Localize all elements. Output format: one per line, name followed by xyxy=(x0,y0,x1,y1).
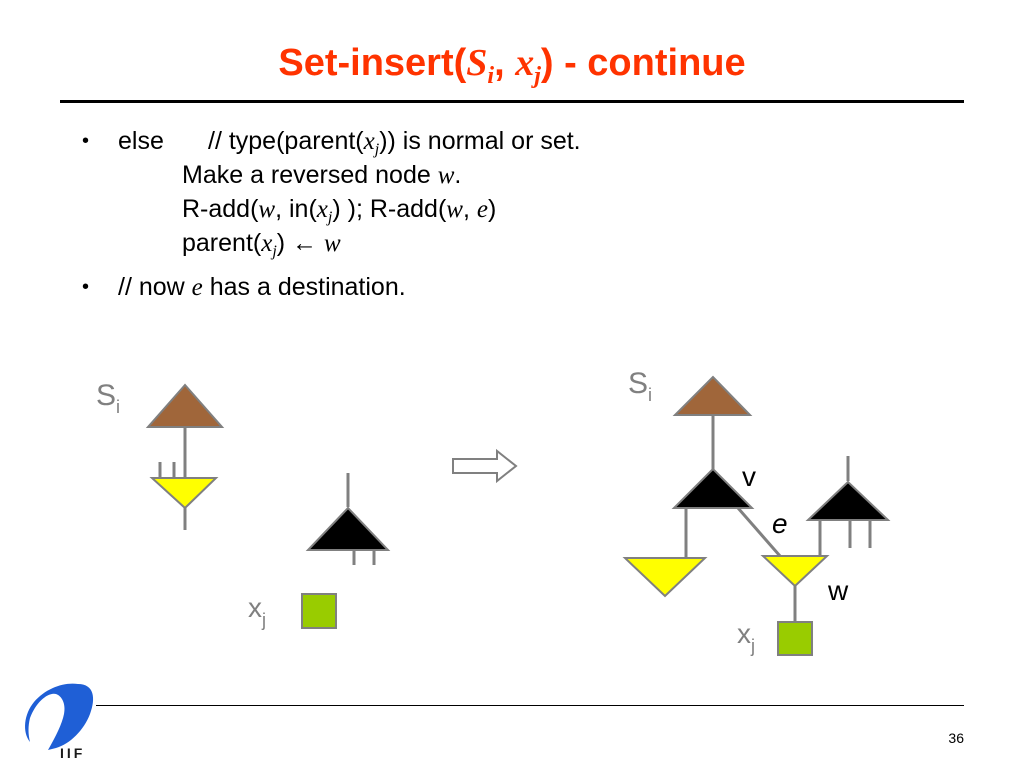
e-label: e xyxy=(772,508,788,539)
left-xj-square xyxy=(301,593,337,629)
logo-text: IIF xyxy=(60,745,85,760)
bullet-line-2: Make a reversed node w. xyxy=(182,158,461,193)
l3-f: ) xyxy=(487,195,497,223)
bullet-marker-2: • xyxy=(82,276,90,298)
l3-c: ) ); R-add( xyxy=(332,195,447,223)
comment-a: // type(parent( xyxy=(208,127,364,155)
l4-a: parent( xyxy=(182,229,262,257)
left-si-triangle xyxy=(145,383,225,428)
l3-sub: j xyxy=(327,209,333,226)
l5-a: // now xyxy=(118,273,192,301)
title-suffix: ) - continue xyxy=(540,42,746,84)
v-black-triangle xyxy=(671,467,755,509)
right-yellow-left-triangle xyxy=(622,557,708,598)
bullet-line-3: R-add(w, in(xj) ); R-add(w, e) xyxy=(182,192,496,227)
right-black-triangle xyxy=(805,480,891,521)
l3-d: , xyxy=(462,195,477,223)
title-prefix: Set-insert( xyxy=(278,42,467,84)
line2-end: . xyxy=(454,161,462,189)
l4-w: w xyxy=(324,230,341,257)
v-label: v xyxy=(742,461,756,492)
left-yellow-triangle xyxy=(149,477,219,510)
l4-sub: j xyxy=(272,243,277,260)
l5-e: e xyxy=(191,274,203,301)
l3-b: , in( xyxy=(275,195,317,223)
bullet-line-4: parent(xj) ← w xyxy=(182,226,341,261)
bullet-line-1: else xyxy=(118,124,164,158)
title-var-x: x xyxy=(515,42,535,84)
l4-b: ) ← xyxy=(276,229,324,257)
w-label: w xyxy=(827,575,849,606)
iif-logo: IIF xyxy=(25,683,94,760)
transform-arrow xyxy=(452,448,518,484)
sub-j: j xyxy=(374,141,380,158)
bullet-marker-1: • xyxy=(82,130,90,152)
title-sep: , xyxy=(494,42,516,84)
w-yellow-triangle xyxy=(760,555,830,588)
title-sub-i: i xyxy=(487,63,495,89)
right-xj-square xyxy=(777,621,813,656)
else-keyword: else xyxy=(118,127,164,155)
l4-x: x xyxy=(261,230,273,257)
bullet-line-5: // now e has a destination. xyxy=(118,270,406,305)
left-si-label: Si xyxy=(96,379,120,417)
slide-title: Set-insert(Si, xj) - continue xyxy=(0,38,1024,88)
logo-swoosh xyxy=(25,683,94,750)
page-number: 36 xyxy=(948,730,964,746)
left-xj-label: xj xyxy=(248,592,266,630)
title-rule xyxy=(60,100,964,103)
comment-b: )) is normal or set. xyxy=(379,127,581,155)
l5-b: has a destination. xyxy=(202,273,406,301)
footer-rule xyxy=(96,705,964,706)
var-x: x xyxy=(363,128,375,155)
bullet-line-1-comment: // type(parent(xj)) is normal or set. xyxy=(208,124,581,159)
line2-text: Make a reversed node xyxy=(182,161,438,189)
right-xj-label: xj xyxy=(737,618,755,656)
l3-x: x xyxy=(316,196,328,223)
title-sub-j: j xyxy=(534,63,541,89)
edge-e xyxy=(736,507,782,557)
l3-a: R-add( xyxy=(182,195,259,223)
left-black-triangle xyxy=(305,506,391,551)
title-var-s: S xyxy=(466,42,488,84)
l3-w2: w xyxy=(446,196,463,223)
var-w: w xyxy=(437,162,455,189)
right-si-triangle xyxy=(672,375,753,416)
l3-w: w xyxy=(258,196,276,223)
right-si-label: Si xyxy=(628,367,652,405)
l3-e: e xyxy=(476,196,488,223)
